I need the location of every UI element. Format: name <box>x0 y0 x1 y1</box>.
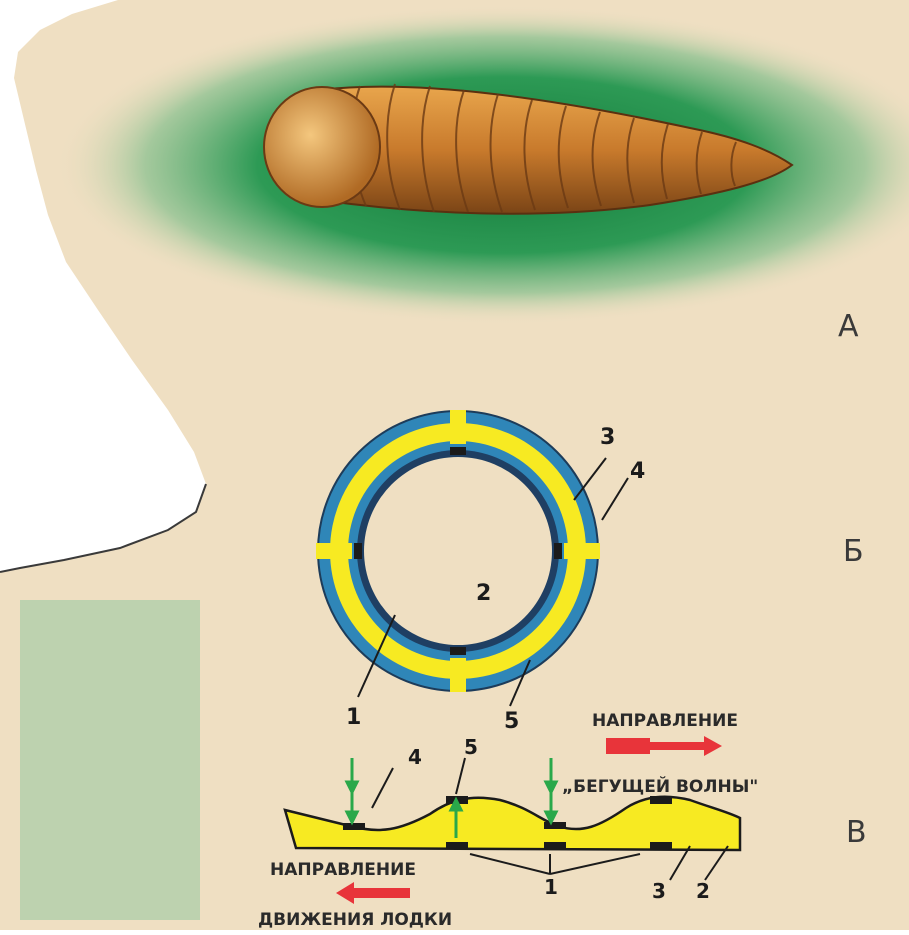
wave-label-2: 2 <box>696 879 710 903</box>
ring-label-3: 3 <box>600 425 615 450</box>
ring-label-2: 2 <box>476 581 491 606</box>
ring-cross-section <box>316 410 600 692</box>
wave-label-1: 1 <box>544 875 558 899</box>
blurred-side-text <box>20 600 200 920</box>
wave-label-5: 5 <box>464 735 478 759</box>
panel-label-b: Б <box>843 534 864 569</box>
panel-label-v: В <box>846 815 867 850</box>
wave-label-3: 3 <box>652 879 666 903</box>
wave-direction-caption-line1: НАПРАВЛЕНИЕ <box>592 711 738 731</box>
panel-label-a: А <box>838 309 859 344</box>
wave-direction-caption-line2: „БЕГУЩЕЙ ВОЛНЫ" <box>562 775 758 797</box>
ring-label-4: 4 <box>630 459 645 484</box>
ring-label-5: 5 <box>504 709 519 734</box>
boat-direction-caption-line2: ДВИЖЕНИЯ ЛОДКИ <box>258 910 452 930</box>
ring-label-1: 1 <box>346 705 361 730</box>
wave-label-4: 4 <box>408 745 422 769</box>
boat-direction-caption-line1: НАПРАВЛЕНИЕ <box>270 860 416 880</box>
